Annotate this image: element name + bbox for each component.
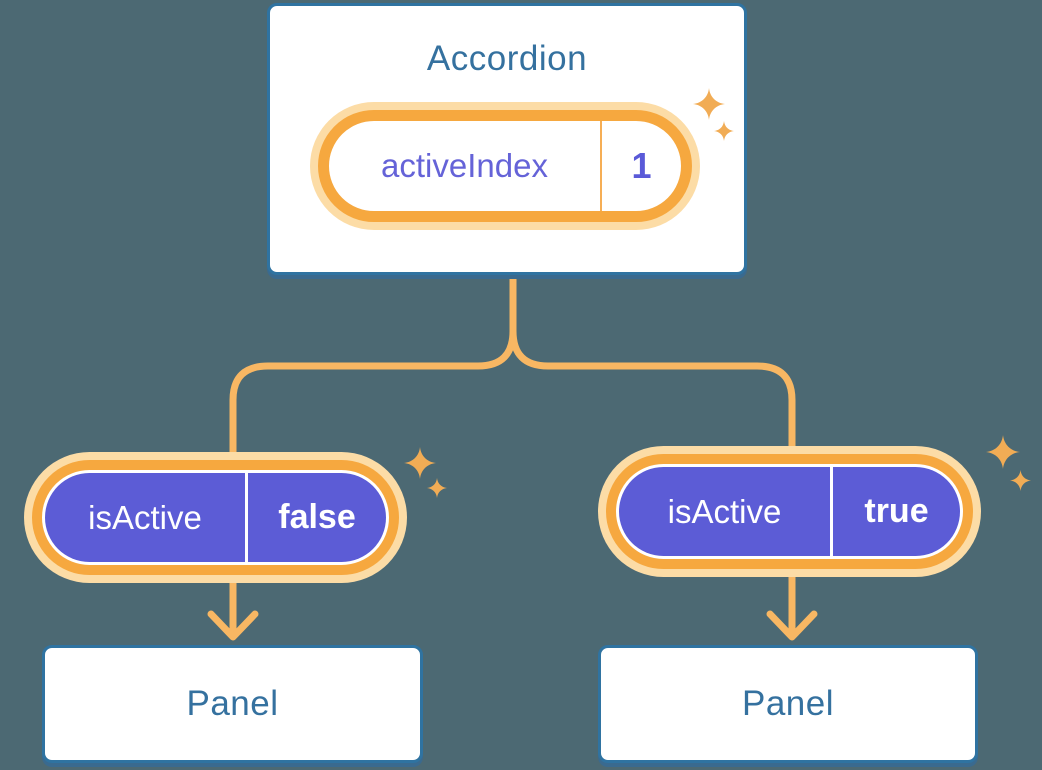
- accordion-title: Accordion: [426, 39, 588, 78]
- panel-title: Panel: [186, 684, 279, 723]
- prop-pill-body: isActive false: [45, 473, 386, 562]
- prop-pill-isactive-true: isActive true: [606, 454, 973, 569]
- sparkle-icon: [714, 121, 734, 141]
- state-value-label: 1: [600, 121, 681, 211]
- sparkle-icon: [427, 478, 447, 498]
- arrowhead-left-icon: [207, 610, 259, 641]
- state-name-label: activeIndex: [381, 147, 548, 184]
- prop-name-label: isActive: [88, 498, 202, 536]
- panel-component-box-right: Panel: [598, 645, 978, 763]
- sparkle-icon: [986, 435, 1020, 469]
- prop-value-label: false: [245, 473, 386, 562]
- sparkle-icon: [1010, 470, 1031, 491]
- panel-title: Panel: [741, 684, 835, 723]
- connector-branch-left: [229, 272, 517, 636]
- prop-pill-isactive-false: isActive false: [32, 460, 399, 575]
- state-pill-activeindex: activeIndex 1: [318, 110, 692, 222]
- prop-pill-body: isActive true: [619, 467, 960, 556]
- prop-value-label: true: [830, 467, 960, 556]
- prop-name-label: isActive: [667, 492, 782, 530]
- arrowhead-right-icon: [766, 610, 818, 641]
- connector-branch-right: [509, 272, 796, 636]
- panel-component-box-left: Panel: [42, 645, 423, 763]
- sparkle-icon: [693, 88, 725, 120]
- sparkle-icon: [404, 447, 436, 479]
